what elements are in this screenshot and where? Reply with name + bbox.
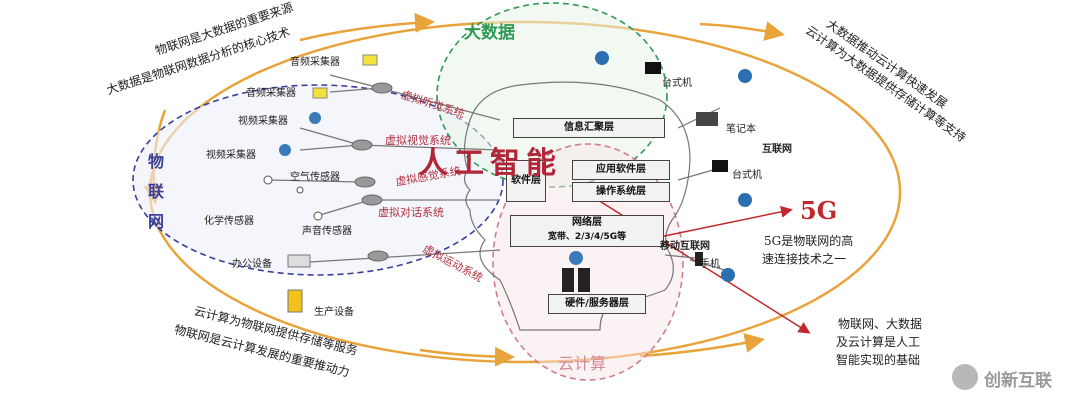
laptop-icon	[696, 112, 718, 126]
layer-info: 信息汇聚层	[513, 118, 665, 138]
iot-title-3: 网	[148, 212, 165, 231]
desktop-icon	[712, 160, 728, 172]
ai-title: 人工智能	[418, 146, 562, 181]
device-label: 台式机	[732, 170, 762, 181]
server-icon	[562, 268, 574, 292]
layer-hw: 硬件/服务器层	[548, 294, 646, 314]
fiveg-desc-1: 5G是物联网的高	[764, 234, 854, 248]
cloud-ellipse	[492, 143, 684, 381]
audio-device-icon	[312, 87, 328, 99]
camera-icon	[309, 112, 321, 124]
arrow-bottom-left	[419, 346, 515, 367]
device-label: 视频采集器	[238, 116, 288, 127]
sensor-dots	[263, 175, 323, 221]
device-label: 声音传感器	[302, 226, 352, 237]
phone-icon	[695, 252, 703, 266]
arrow-top-right	[699, 21, 785, 41]
office-device-icon	[287, 254, 311, 268]
arrow-bottom-right	[639, 333, 765, 358]
camera-icon	[279, 144, 291, 156]
device-label: 生产设备	[314, 307, 354, 318]
device-label: 音频采集器	[246, 88, 296, 99]
desktop-icon	[645, 62, 661, 74]
device-label: 空气传感器	[290, 172, 340, 183]
note-foundation-3: 智能实现的基础	[836, 353, 921, 367]
iot-title-2: 联	[148, 182, 165, 201]
device-label: 视频采集器	[206, 150, 256, 161]
system-vision: 虚拟视觉系统	[385, 134, 451, 147]
watermark-logo-icon	[952, 364, 978, 390]
arrow-to-5g	[644, 205, 793, 241]
layer-software: 软件层	[506, 160, 546, 202]
device-label: 化学传感器	[204, 216, 254, 227]
device-label: 音频采集器	[290, 57, 340, 68]
note-foundation-1: 物联网、大数据	[838, 317, 923, 331]
device-label: 办公设备	[232, 259, 272, 270]
layer-os: 操作系统层	[572, 182, 670, 202]
watermark: 创新互联	[984, 371, 1052, 391]
device-label: 台式机	[662, 78, 692, 89]
layer-net-title: 网络层	[572, 217, 602, 228]
iot-title-1: 物	[148, 152, 165, 171]
layer-app: 应用软件层	[572, 160, 670, 180]
system-dialogue: 虚拟对话系统	[378, 206, 444, 219]
cloud-title: 云计算	[558, 354, 607, 373]
server-icon	[578, 268, 590, 292]
layer-net: 网络层 宽带、2/3/4/5G等	[510, 215, 664, 247]
hub-nodes	[351, 82, 393, 262]
fiveg-desc-2: 速连接技术之一	[762, 252, 847, 266]
arrow-top-left	[299, 12, 435, 42]
note-foundation-2: 及云计算是人工	[836, 335, 921, 349]
mobile-internet-label: 移动互联网	[660, 241, 710, 252]
router-icon	[569, 251, 583, 265]
audio-device-icon	[362, 54, 378, 66]
fiveg-title: 5G	[800, 196, 838, 225]
internet-label: 互联网	[762, 144, 792, 155]
layer-net-sub: 宽带、2/3/4/5G等	[547, 232, 627, 242]
globe-icons	[595, 51, 752, 282]
collector-lines	[269, 74, 501, 263]
forklift-icon	[287, 289, 303, 313]
device-label: 手机	[700, 259, 720, 270]
bigdata-title: 大数据	[464, 23, 515, 43]
iot-ellipse	[132, 84, 504, 276]
device-label: 笔记本	[726, 124, 756, 135]
